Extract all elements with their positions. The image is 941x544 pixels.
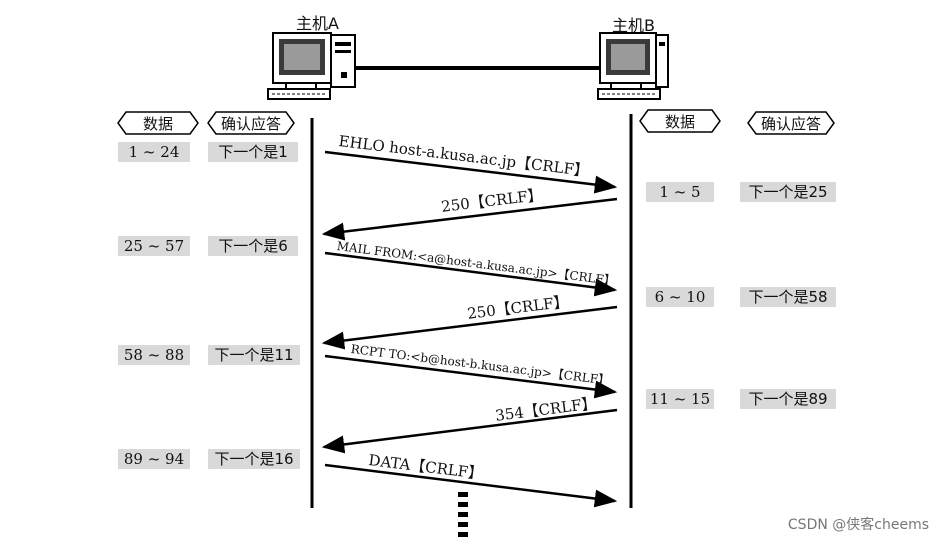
tag-outline-icon [747, 111, 835, 135]
message-arrow [321, 408, 618, 454]
host-a-data-cell: 89 ~ 94 [118, 449, 190, 469]
host-b-data-cell: 11 ~ 15 [646, 389, 714, 409]
message-arrow [321, 305, 618, 350]
host-b-ack-header: 确认应答 [746, 110, 836, 136]
message-arrow [321, 197, 618, 241]
computer-b-icon [597, 32, 669, 100]
host-a-ack-header: 确认应答 [206, 110, 296, 136]
host-b-data-cell: 1 ~ 5 [646, 182, 714, 202]
host-a-data-cell: 25 ~ 57 [118, 236, 190, 256]
host-b-data-cell: 6 ~ 10 [646, 287, 714, 307]
host-a-ack-cell: 下一个是6 [208, 236, 298, 256]
network-illustration [267, 32, 669, 100]
header-label: 确认应答 [220, 114, 281, 133]
host-a-ack-cell: 下一个是11 [208, 345, 300, 365]
header-label: 确认应答 [760, 114, 821, 133]
message-arrow [324, 150, 618, 194]
host-a-ack-cell: 下一个是16 [208, 449, 300, 469]
host-a-data-cell: 1 ~ 24 [118, 142, 190, 162]
host-b-ack-cell: 下一个是89 [740, 389, 836, 409]
host-a-ack-cell: 下一个是1 [208, 142, 298, 162]
host-b-label: 主机B [612, 16, 655, 35]
header-label: 数据 [142, 114, 173, 133]
host-b-data-header: 数据 [638, 108, 722, 134]
tag-outline-icon [639, 109, 721, 133]
header-label: 数据 [664, 112, 695, 131]
computer-a-icon [267, 32, 356, 100]
message-arrow [324, 463, 618, 508]
host-a-data-header: 数据 [116, 110, 200, 136]
continuation-dashes [458, 492, 468, 537]
host-b-ack-cell: 下一个是25 [740, 182, 836, 202]
message-arrow [324, 251, 618, 297]
tag-outline-icon [117, 111, 199, 135]
watermark: CSDN @侠客cheems [787, 517, 929, 533]
host-a-data-cell: 58 ~ 88 [118, 345, 190, 365]
tag-outline-icon [207, 111, 295, 135]
host-b-ack-cell: 下一个是58 [740, 287, 836, 307]
host-a-label: 主机A [296, 14, 339, 33]
message-arrow [324, 354, 618, 399]
